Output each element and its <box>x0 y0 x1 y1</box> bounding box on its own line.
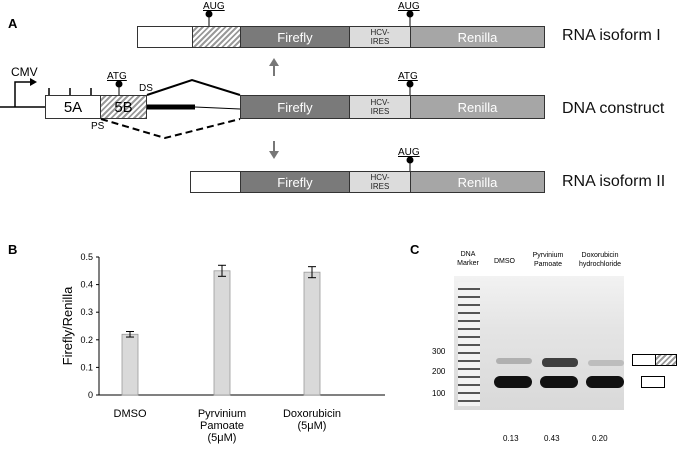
ds-label: DS <box>139 83 153 94</box>
construct-ires: HCV- IRES <box>349 95 411 119</box>
isoform2-aug: AUG <box>398 147 420 158</box>
x-tick-label: Doxorubicin(5μM) <box>283 408 341 432</box>
isoform1-firefly: Firefly <box>240 26 350 48</box>
isoform2-renilla: Renilla <box>410 171 545 193</box>
isoform1-ires: HCV- IRES <box>349 26 411 48</box>
dmso-lower-band <box>494 376 532 388</box>
panel-b-label: B <box>8 242 18 257</box>
y-tick-label: 0.2 <box>80 335 93 345</box>
proximal-splice-arc <box>100 118 241 140</box>
y-axis-label: Firefly/Renilla <box>60 286 75 366</box>
isoform2-schematic <box>641 376 665 388</box>
pyrvinium-lower-band <box>540 376 578 388</box>
marker-200: 200 <box>432 367 446 376</box>
construct-renilla: Renilla <box>410 95 545 119</box>
y-tick-label: 0.5 <box>80 252 93 262</box>
marker-100: 100 <box>432 389 446 398</box>
ps-label: PS <box>91 121 105 132</box>
exon-5b: 5B <box>100 95 147 119</box>
y-tick-label: 0.3 <box>80 307 93 317</box>
ratio-pyrvinium: 0.43 <box>544 434 560 443</box>
lane-label-marker: DNA Marker <box>457 251 479 267</box>
exon-ticks <box>48 88 92 95</box>
ratio-doxorubicin: 0.20 <box>592 434 608 443</box>
atg-right: ATG <box>398 71 418 82</box>
start-codon-markers <box>115 10 414 171</box>
isoform1-aug-left: AUG <box>203 1 225 12</box>
atg-left: ATG <box>107 71 127 82</box>
y-tick-label: 0.1 <box>80 362 93 372</box>
marker-ladder <box>458 282 480 406</box>
dmso-upper-band <box>496 358 532 364</box>
y-tick-label: 0 <box>88 390 93 400</box>
isoform1-label: RNA isoform I <box>562 27 661 44</box>
direction-arrows <box>269 58 279 159</box>
marker-300: 300 <box>432 347 446 356</box>
bar <box>213 270 231 396</box>
lane-label-dmso: DMSO <box>494 258 515 265</box>
panel-a-line-art <box>0 10 414 171</box>
doxorubicin-lower-band <box>586 376 624 388</box>
x-tick-label: DMSO <box>114 408 147 420</box>
cmv-label: CMV <box>11 65 38 79</box>
panel-a-label: A <box>8 16 18 31</box>
isoform2-ires: HCV- IRES <box>349 171 411 193</box>
pyrvinium-upper-band <box>542 358 578 367</box>
lane-label-pyrvinium: Pyrvinium Pamoate <box>532 252 564 268</box>
distal-splice-arc <box>146 78 241 96</box>
bar <box>303 271 321 396</box>
isoform1-renilla: Renilla <box>410 26 545 48</box>
y-tick-label: 0.4 <box>80 280 93 290</box>
lane-label-doxorubicin: Doxorubicin hydrochloride <box>578 252 622 268</box>
panel-c-label: C <box>410 242 420 257</box>
bar <box>121 333 139 396</box>
construct-firefly: Firefly <box>240 95 350 119</box>
cmv-promoter-arrow <box>0 78 45 108</box>
isoform2-label: RNA isoform II <box>562 173 666 190</box>
exon-5a: 5A <box>45 95 101 119</box>
ratio-dmso: 0.13 <box>503 434 519 443</box>
gel-image <box>454 276 624 410</box>
doxorubicin-upper-band <box>588 360 624 366</box>
construct-label: DNA construct <box>562 100 665 117</box>
isoform1-aug-right: AUG <box>398 1 420 12</box>
